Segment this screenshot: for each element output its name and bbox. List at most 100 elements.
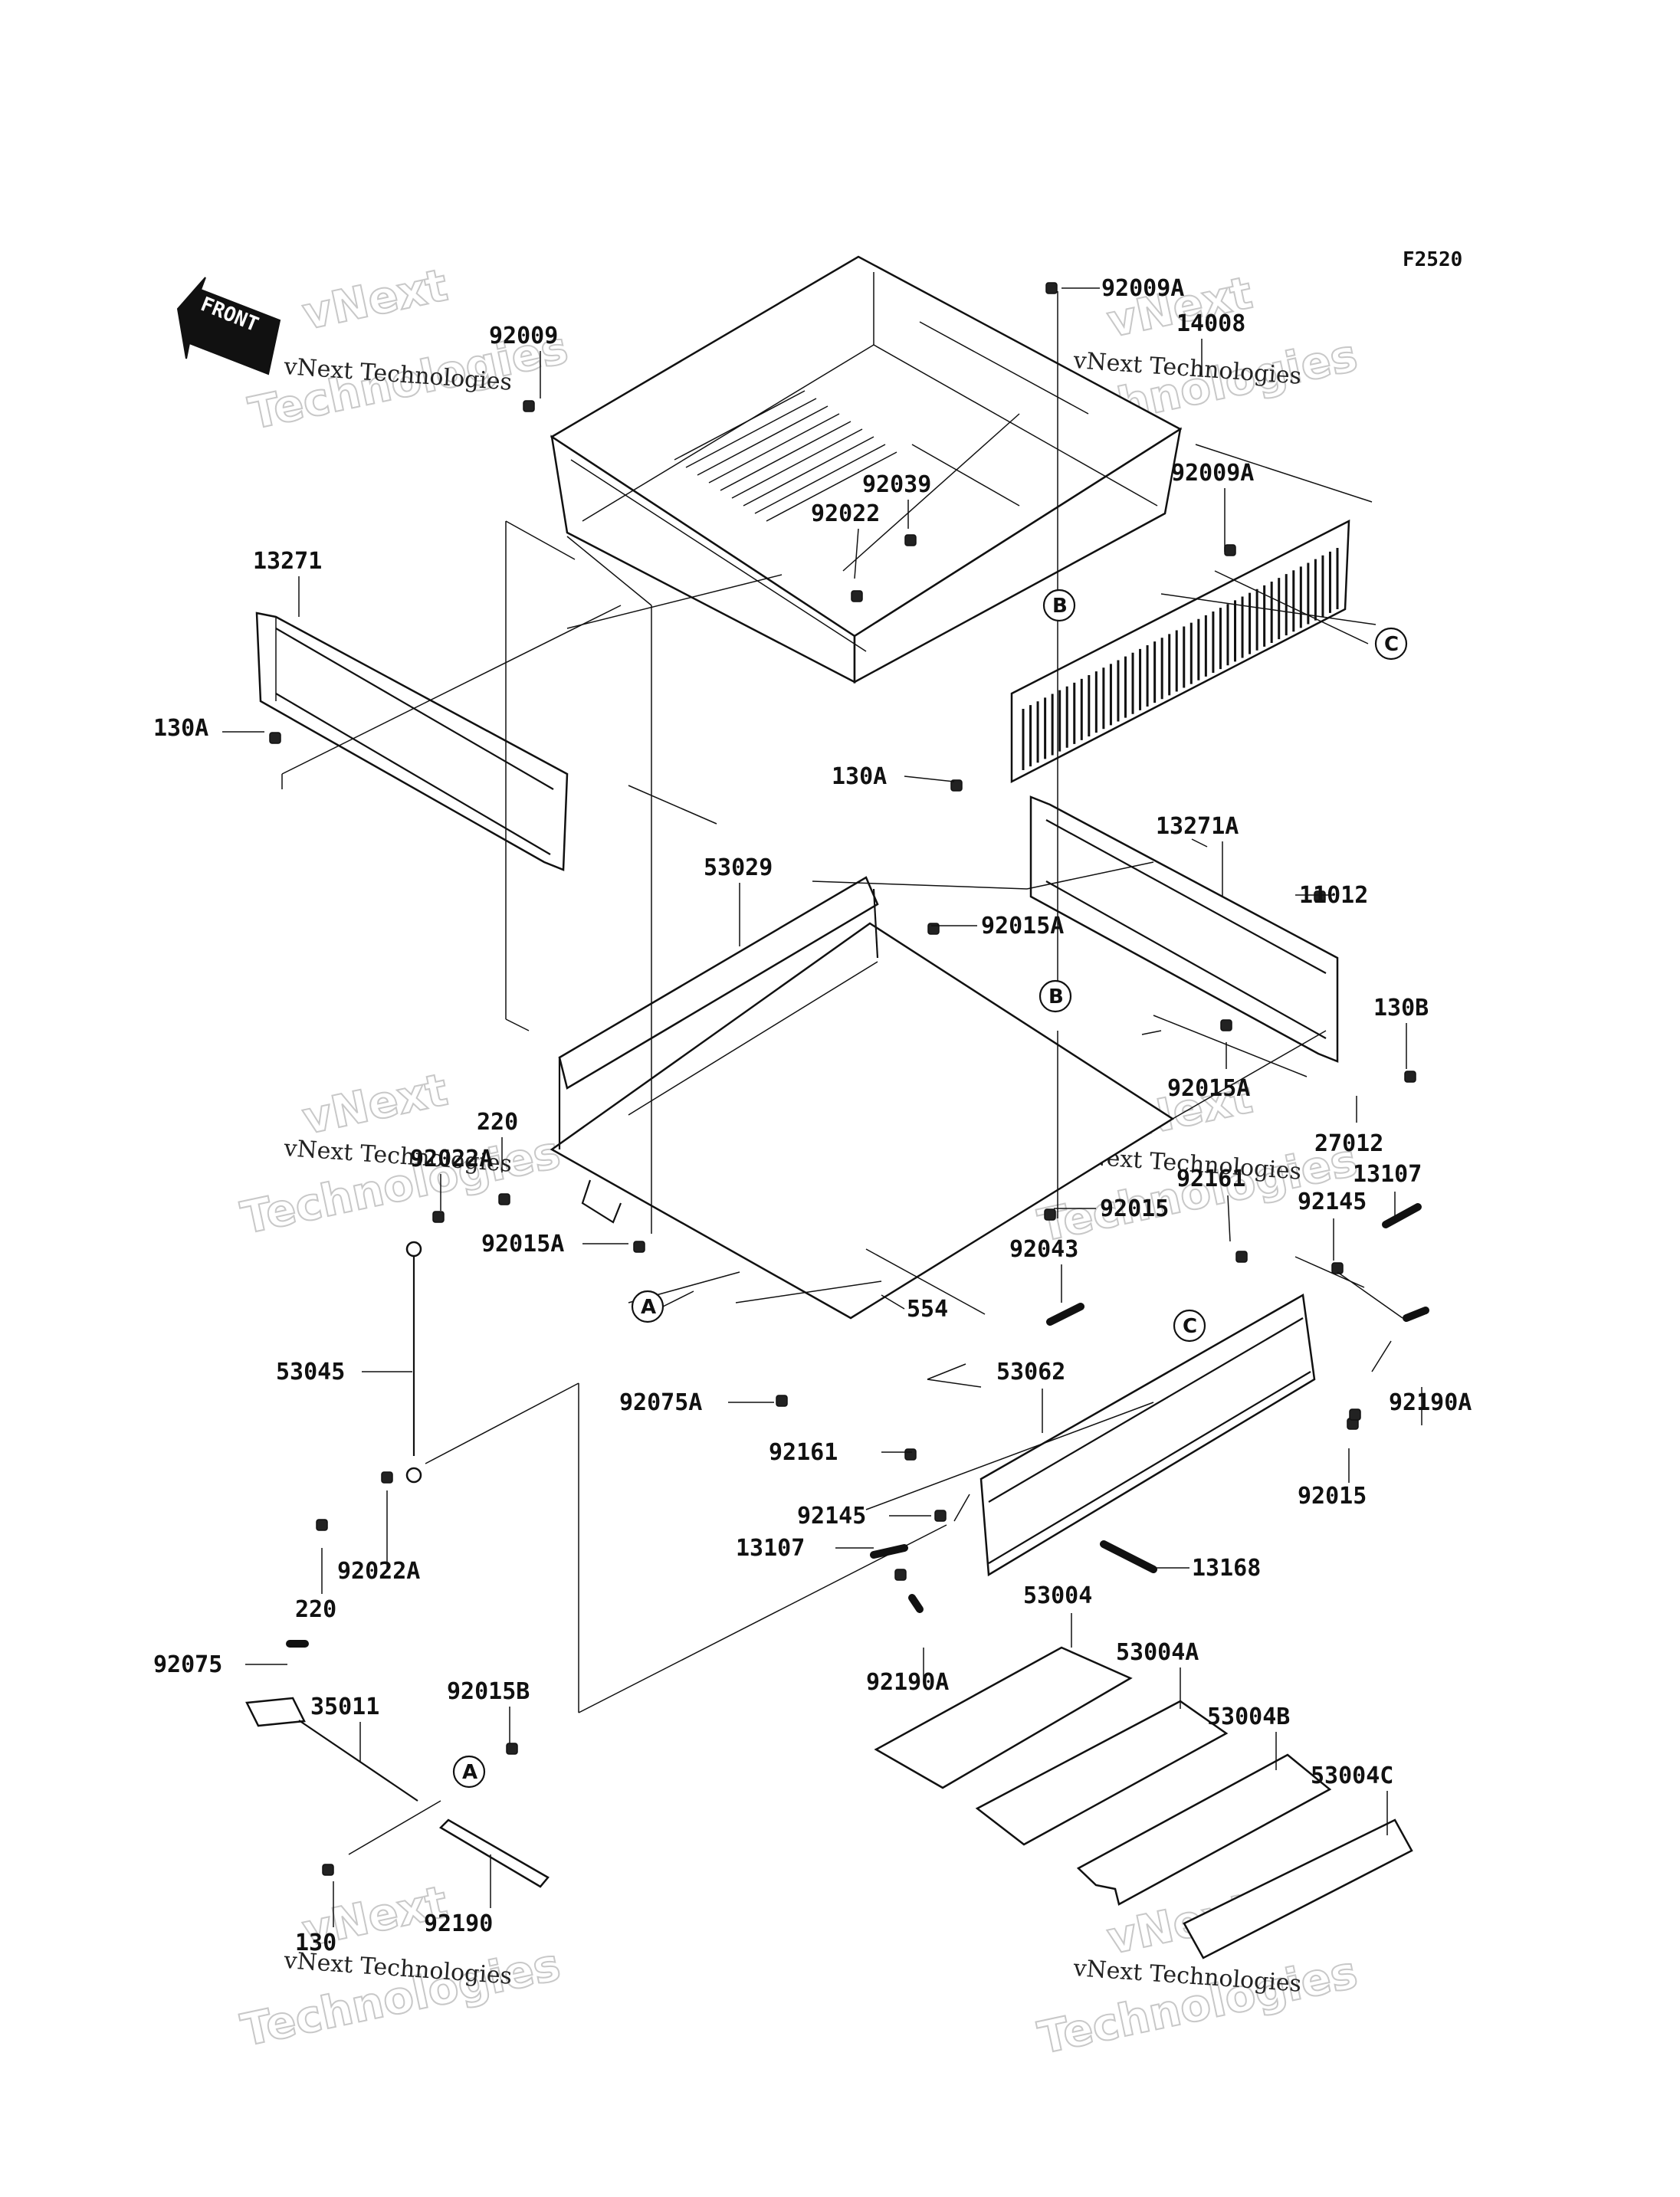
part-number-label: 130 bbox=[295, 1930, 336, 1956]
leader-line bbox=[1337, 1271, 1403, 1319]
leader-line bbox=[854, 528, 859, 579]
part-number-label: 13271 bbox=[253, 548, 322, 575]
reference-letter: B bbox=[1052, 595, 1068, 618]
reference-letter: B bbox=[1048, 985, 1064, 1008]
part-number-label: 220 bbox=[295, 1596, 336, 1623]
reference-marker: C bbox=[1374, 627, 1408, 661]
bolt-icon bbox=[927, 923, 940, 935]
part-number-label: 92009A bbox=[1101, 275, 1184, 302]
leader-line bbox=[812, 880, 1028, 890]
bolt-icon bbox=[1045, 282, 1058, 294]
bolt-icon bbox=[904, 1448, 917, 1461]
part-number-label: 92145 bbox=[797, 1503, 866, 1530]
part-number-label: 92022 bbox=[811, 500, 880, 527]
part-number-label: 92190 bbox=[424, 1910, 493, 1937]
latch-rod bbox=[245, 1697, 418, 1802]
pin-icon bbox=[1382, 1203, 1422, 1228]
leader-line bbox=[1141, 1030, 1162, 1035]
bolt-icon bbox=[498, 1193, 510, 1205]
front-arrow-icon: FRONT bbox=[176, 277, 281, 375]
watermark-large-text: vNext bbox=[298, 259, 452, 340]
pipe bbox=[438, 1818, 550, 1888]
part-number-label: 92009A bbox=[1171, 460, 1254, 487]
part-number-label: 92190A bbox=[866, 1669, 949, 1696]
bolt-icon bbox=[1331, 1262, 1344, 1274]
leader-line bbox=[1294, 1256, 1365, 1288]
reference-letter: A bbox=[462, 1761, 477, 1784]
stay-rod bbox=[405, 1241, 422, 1484]
part-number-label: 27012 bbox=[1314, 1130, 1383, 1157]
part-number-label: 53004A bbox=[1116, 1639, 1199, 1666]
reference-marker: C bbox=[1173, 1309, 1206, 1343]
side-rail-right bbox=[1029, 795, 1339, 1063]
part-number-label: 13271A bbox=[1156, 813, 1239, 840]
part-number-label: 92043 bbox=[1009, 1236, 1078, 1263]
reference-marker: A bbox=[452, 1755, 486, 1789]
part-number-label: 92015B bbox=[447, 1678, 530, 1705]
part-number-label: 53062 bbox=[996, 1359, 1065, 1385]
part-number-label: 92075A bbox=[619, 1389, 702, 1416]
part-number-label: 220 bbox=[477, 1109, 518, 1136]
leader-line bbox=[927, 1363, 966, 1380]
bed-mats bbox=[874, 1646, 1413, 1959]
pin-icon bbox=[1100, 1540, 1157, 1573]
bolt-icon bbox=[432, 1211, 445, 1223]
bolt-icon bbox=[269, 732, 281, 744]
part-number-label: 53004 bbox=[1023, 1582, 1092, 1609]
bolt-icon bbox=[633, 1241, 645, 1253]
leader-line bbox=[735, 1280, 882, 1303]
part-number-label: 92009 bbox=[489, 323, 558, 349]
part-number-label: 14008 bbox=[1176, 310, 1245, 337]
bolt-icon bbox=[523, 400, 535, 412]
leader-line bbox=[865, 1402, 1154, 1510]
leader-lines bbox=[222, 287, 1422, 1927]
leader-line bbox=[1153, 1015, 1308, 1077]
cargo-bed-tub bbox=[550, 255, 1183, 684]
part-number-label: 35011 bbox=[310, 1694, 379, 1720]
part-number-label: 92075 bbox=[153, 1651, 222, 1678]
bolt-icon bbox=[904, 534, 917, 546]
watermark-large-text: vNext bbox=[298, 1064, 452, 1145]
reference-marker: B bbox=[1039, 979, 1072, 1013]
reference-letter: C bbox=[1183, 1315, 1197, 1338]
part-number-label: 13107 bbox=[1353, 1161, 1422, 1188]
reference-marker: B bbox=[1042, 589, 1076, 622]
bolt-icon bbox=[506, 1743, 518, 1755]
leader-line bbox=[1227, 1195, 1231, 1242]
bolt-icon bbox=[1224, 544, 1236, 556]
pin-icon bbox=[1046, 1303, 1084, 1326]
side-rail-left bbox=[255, 612, 569, 871]
bolt-icon bbox=[894, 1569, 907, 1581]
bed-frame bbox=[550, 876, 1175, 1320]
bolt-icon bbox=[322, 1864, 334, 1876]
pin-icon bbox=[908, 1594, 924, 1613]
leader-line bbox=[953, 1494, 970, 1522]
part-number-label: 53029 bbox=[704, 854, 773, 881]
reference-letter: A bbox=[641, 1296, 656, 1319]
leader-line bbox=[505, 520, 576, 560]
bolt-icon bbox=[851, 590, 863, 602]
part-number-label: 130B bbox=[1373, 995, 1429, 1021]
leader-line bbox=[865, 1248, 986, 1315]
leader-line bbox=[927, 1379, 982, 1388]
leader-line bbox=[1195, 444, 1373, 503]
part-number-label: 92015 bbox=[1298, 1483, 1367, 1510]
reference-markers: A B C B C A bbox=[452, 589, 1408, 1789]
bolt-icon bbox=[1404, 1071, 1416, 1083]
pin-icon bbox=[1403, 1307, 1429, 1322]
leader-line bbox=[842, 413, 1020, 572]
part-number-label: 92022A bbox=[337, 1558, 420, 1585]
leader-line bbox=[348, 1800, 441, 1855]
bolt-icon bbox=[316, 1519, 328, 1531]
reference-marker: A bbox=[631, 1290, 664, 1323]
bolt-icon bbox=[381, 1471, 393, 1484]
leader-line bbox=[628, 785, 717, 825]
bolt-icon bbox=[1314, 890, 1326, 903]
leader-line bbox=[1371, 1340, 1392, 1372]
bolt-icon bbox=[776, 1395, 788, 1407]
part-number-label: 554 bbox=[907, 1296, 948, 1323]
part-labels: 9200992009A1400892009A920399202213271130… bbox=[153, 275, 1472, 1956]
part-number-label: 92022A bbox=[410, 1146, 493, 1172]
part-number-label: 13107 bbox=[736, 1535, 805, 1562]
part-number-label: 92015A bbox=[981, 913, 1064, 939]
